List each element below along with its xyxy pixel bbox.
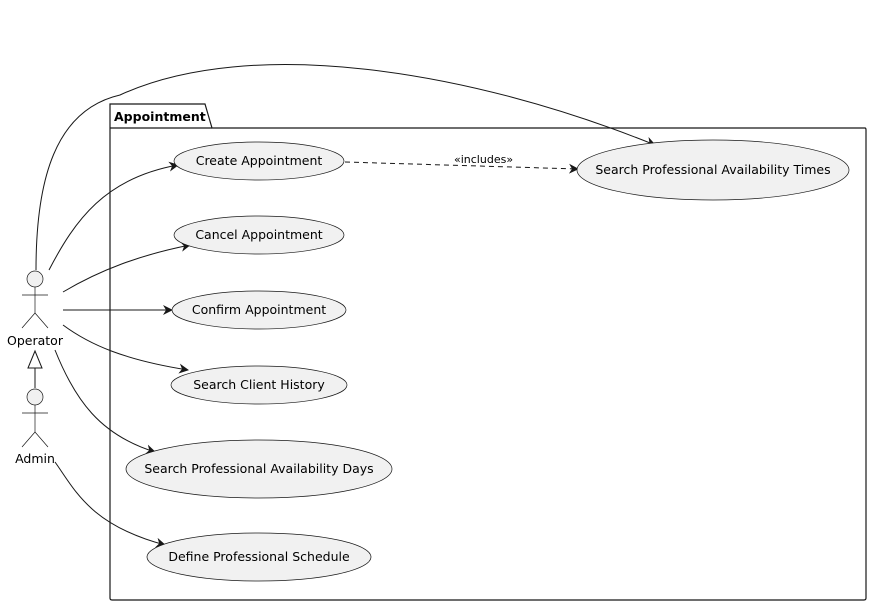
- use-case-define-schedule: Define Professional Schedule: [146, 532, 372, 582]
- relations: «includes»: [35, 64, 656, 548]
- edge-operator-cancel: [62, 241, 191, 293]
- package-title: Appointment: [114, 109, 206, 124]
- use-case-cancel-appointment: Cancel Appointment: [173, 215, 345, 255]
- use-case-confirm-appointment: Confirm Appointment: [171, 290, 347, 330]
- use-case-label: Search Professional Availability Days: [144, 461, 373, 476]
- use-case-search-availability-days: Search Professional Availability Days: [125, 439, 393, 499]
- package-appointment: Appointment: [109, 103, 867, 601]
- edge-create-includes-availability-times: [344, 161, 579, 174]
- use-case-create-appointment: Create Appointment: [173, 141, 345, 181]
- generalization-admin-operator: [27, 349, 43, 388]
- use-case-search-availability-times: Search Professional Availability Times: [576, 139, 850, 201]
- actor-admin-label: Admin: [15, 451, 55, 466]
- actor-admin: Admin: [15, 388, 55, 466]
- use-case-label: Search Client History: [193, 377, 325, 392]
- use-case-label: Define Professional Schedule: [168, 549, 350, 564]
- edge-operator-create: [48, 161, 179, 271]
- edge-operator-availability-days: [54, 349, 156, 455]
- use-case-search-client-history: Search Client History: [170, 365, 348, 405]
- use-case-label: Cancel Appointment: [195, 227, 322, 242]
- use-case-label: Search Professional Availability Times: [595, 162, 830, 177]
- use-case-label: Create Appointment: [196, 153, 323, 168]
- edge-admin-define-schedule: [54, 461, 166, 548]
- actor-operator-label: Operator: [7, 333, 64, 348]
- use-case-label: Confirm Appointment: [192, 302, 326, 317]
- edge-operator-client-history: [62, 324, 189, 374]
- edge-operator-availability-times: [35, 64, 656, 271]
- actor-operator: Operator: [7, 270, 64, 348]
- includes-label: «includes»: [454, 153, 513, 166]
